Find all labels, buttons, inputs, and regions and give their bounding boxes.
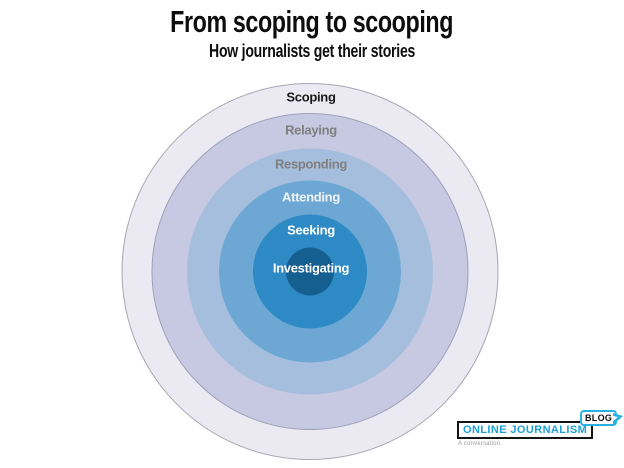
ring-investigating bbox=[286, 247, 334, 296]
page-subtitle: How journalists get their stories bbox=[0, 42, 624, 62]
online-journalism-blog-logo: ONLINE JOURNALISM BLOG A conversation. bbox=[455, 408, 624, 456]
logo-wordmark: ONLINE JOURNALISM bbox=[457, 421, 594, 439]
ring-label-attending: Attending bbox=[282, 190, 340, 205]
ring-label-relaying: Relaying bbox=[285, 123, 337, 138]
page-title-text: From scoping to scooping bbox=[170, 4, 454, 39]
ring-label-investigating: Investigating bbox=[273, 261, 350, 276]
page-subtitle-text: How journalists get their stories bbox=[208, 41, 416, 61]
page-title: From scoping to scooping bbox=[0, 6, 624, 38]
ring-label-seeking: Seeking bbox=[287, 223, 335, 238]
speech-bubble-tail-icon bbox=[613, 413, 623, 425]
speech-bubble-tail-fill bbox=[613, 416, 618, 421]
ring-label-responding: Responding bbox=[275, 157, 347, 172]
logo-tagline: A conversation. bbox=[458, 441, 503, 447]
blog-speech-bubble: BLOG bbox=[580, 410, 618, 426]
ring-label-scoping: Scoping bbox=[286, 90, 336, 105]
